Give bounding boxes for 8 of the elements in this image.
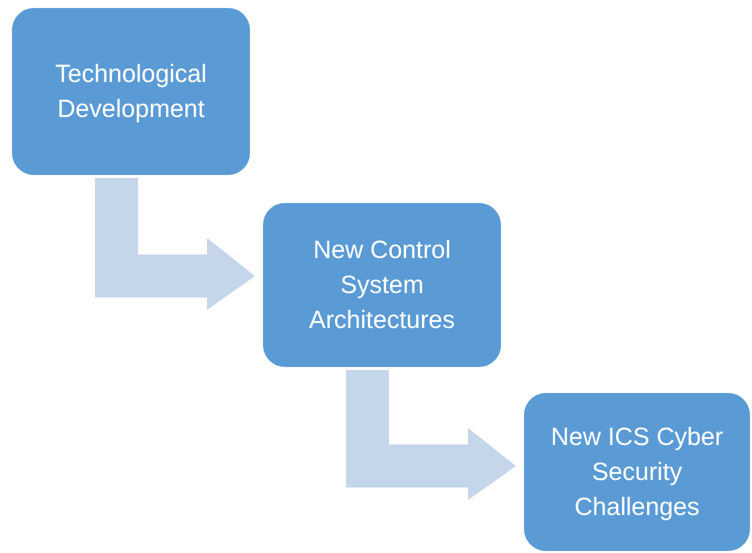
process-box: [524, 393, 750, 551]
process-box: [263, 203, 501, 367]
process-box: [12, 8, 250, 175]
box-label: Technological Development: [54, 58, 208, 124]
box-label: New ICS Cyber Security Challenges: [550, 422, 724, 522]
bent-arrow: [95, 178, 255, 310]
box-label: New Control System Architectures: [308, 234, 456, 336]
bent-arrow: [346, 370, 516, 500]
